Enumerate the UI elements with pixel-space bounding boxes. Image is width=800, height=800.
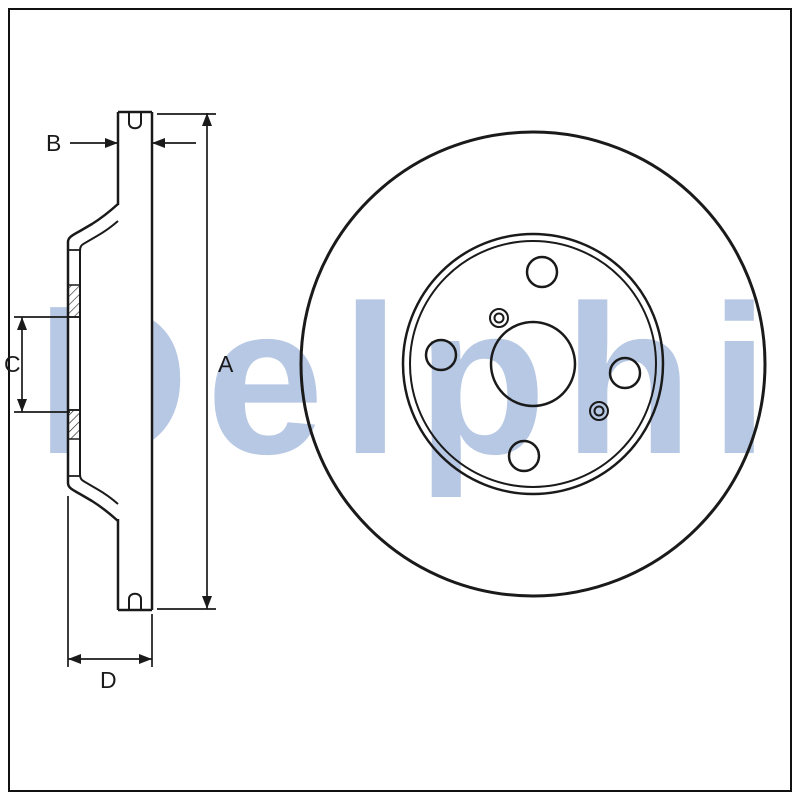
dimension-label-c: C — [4, 351, 21, 377]
set-screw-holes — [489, 308, 609, 421]
brake-disc-front-view — [299, 130, 767, 598]
set-screw-hole-upper-inner — [493, 312, 505, 324]
hat-inner-contour — [79, 220, 119, 505]
brake-disc-section-view — [66, 110, 154, 612]
dimension-label-d: D — [100, 667, 117, 693]
dimension-a — [157, 113, 216, 610]
set-screw-hole-lower-inner — [593, 405, 605, 417]
flange-hatch-upper — [67, 284, 81, 318]
hat-outer-contour — [66, 203, 119, 522]
dimension-d — [67, 496, 153, 667]
dimension-c — [14, 316, 70, 413]
section-silhouette — [68, 112, 152, 610]
disc-outer-circle — [299, 130, 767, 598]
vent-slot-bottom — [128, 592, 142, 610]
set-screw-hole-lower-outer — [589, 401, 609, 421]
section-plate-edges — [116, 110, 154, 612]
bolt-hole-left — [424, 338, 458, 372]
dimension-labels: B A C D — [4, 130, 234, 693]
set-screw-hole-upper-outer — [489, 308, 509, 328]
hat-face-feature-lines — [68, 249, 80, 477]
vent-slot-top — [128, 112, 142, 130]
hub-outer-circle — [401, 232, 665, 496]
bolt-hole-bottom — [507, 439, 541, 473]
dimension-label-b: B — [46, 130, 61, 156]
bolt-holes — [424, 255, 642, 473]
bolt-hole-top — [525, 255, 559, 289]
flange-hatch-lower — [67, 409, 81, 440]
bolt-hole-right — [608, 356, 642, 390]
dimension-lines — [14, 113, 216, 667]
dimension-label-a: A — [218, 351, 234, 377]
center-bore-circle — [489, 320, 577, 408]
hub-inner-circle — [409, 240, 657, 488]
